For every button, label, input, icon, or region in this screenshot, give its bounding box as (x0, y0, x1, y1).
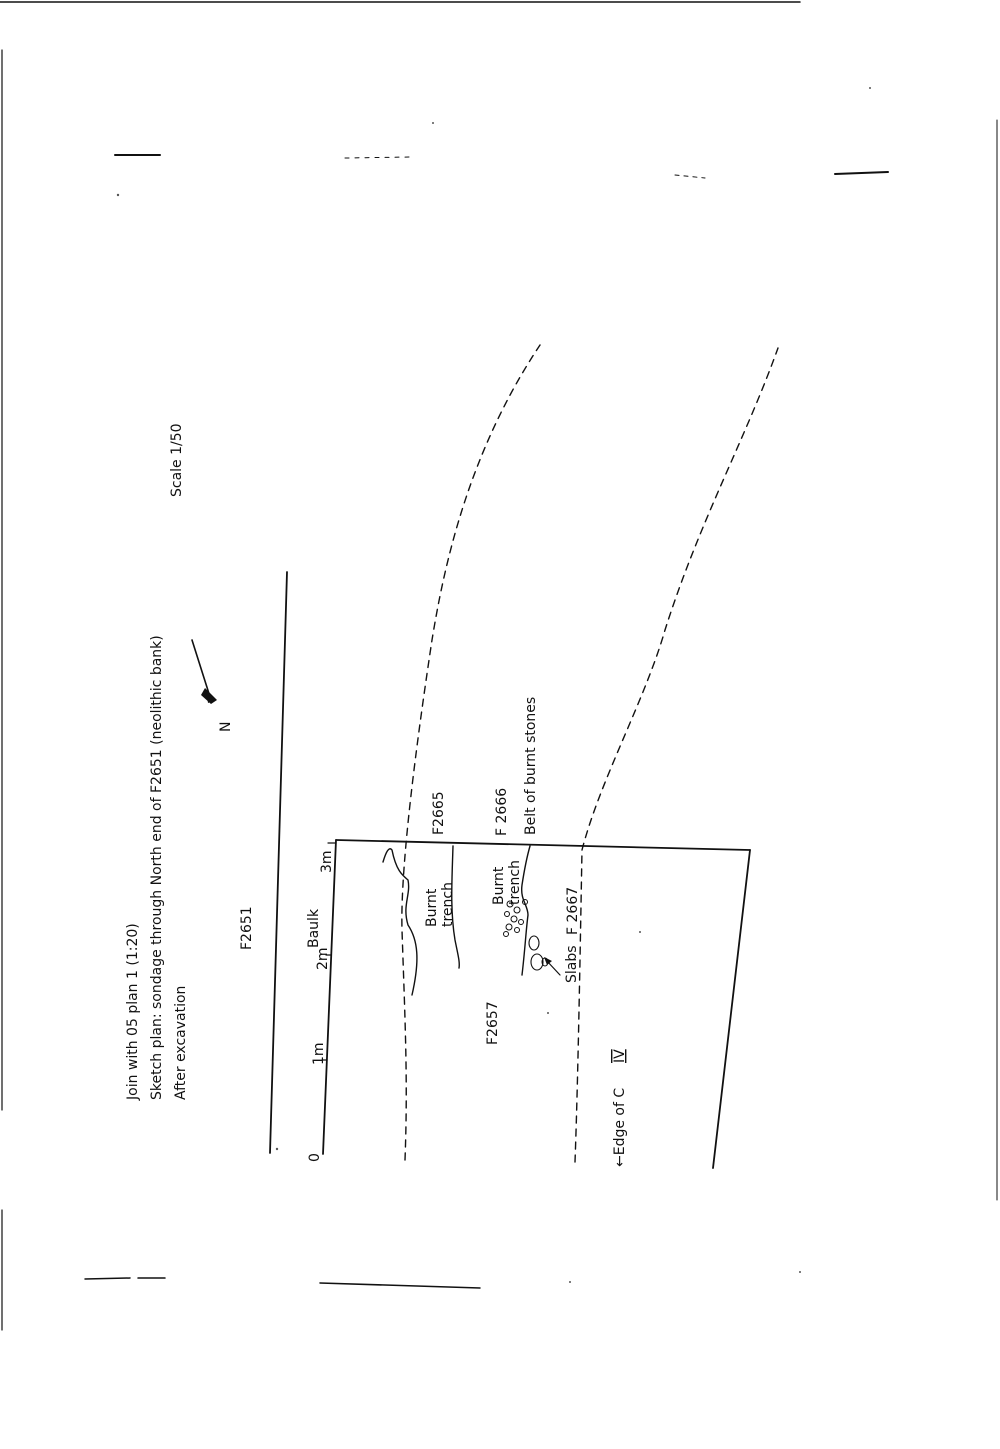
label-f2665: F2665 (431, 791, 447, 835)
header-line-3: After excavation (173, 986, 189, 1100)
label-belt-burnt-stones: Belt of burnt stones (523, 697, 539, 835)
svg-text:IV: IV (612, 1049, 628, 1063)
burnt-trench-2-label: Burnt trench (491, 860, 523, 905)
label-slabs: Slabs (564, 945, 580, 983)
scale-bar (321, 842, 337, 1061)
header-block: Join with 05 plan 1 (1:20) Sketch plan: … (125, 635, 189, 1101)
label-edge-of-civ: ←Edge of C IV (612, 1049, 628, 1167)
burnt-trench-2 (520, 845, 531, 976)
scan-specks (116, 87, 871, 1283)
svg-text:Burnt: Burnt (491, 866, 507, 905)
svg-text:trench: trench (440, 882, 456, 927)
label-f2666: F 2666 (494, 788, 510, 836)
svg-text:trench: trench (507, 860, 523, 905)
svg-text:Burnt: Burnt (424, 888, 440, 927)
svg-text:←Edge of C: ←Edge of C (612, 1088, 628, 1167)
scale-tick-1m: 1m (311, 1042, 327, 1065)
burnt-trench-1-label: Burnt trench (424, 882, 456, 927)
slabs-pointer-icon (544, 957, 561, 976)
scale-tick-3m: 3m (319, 850, 335, 873)
header-line-2: Sketch plan: sondage through North end o… (149, 635, 165, 1100)
label-f2657: F2657 (485, 1001, 501, 1045)
burnt-trench-1 (382, 845, 460, 996)
north-label: N (218, 722, 234, 732)
bank-edges (401, 344, 779, 1163)
header-line-1: Join with 05 plan 1 (1:20) (125, 923, 141, 1101)
plan-outline (269, 571, 751, 1169)
baulk-label: Baulk (306, 908, 322, 948)
label-f2651: F2651 (239, 906, 255, 950)
scale-tick-0: 0 (307, 1153, 323, 1162)
label-f2667: F 2667 (565, 887, 581, 935)
scale-tick-2m: 2m (315, 947, 331, 970)
scale-label: Scale 1/50 (169, 423, 185, 497)
north-arrow-icon (191, 639, 217, 704)
page-borders (0, 1, 998, 1331)
